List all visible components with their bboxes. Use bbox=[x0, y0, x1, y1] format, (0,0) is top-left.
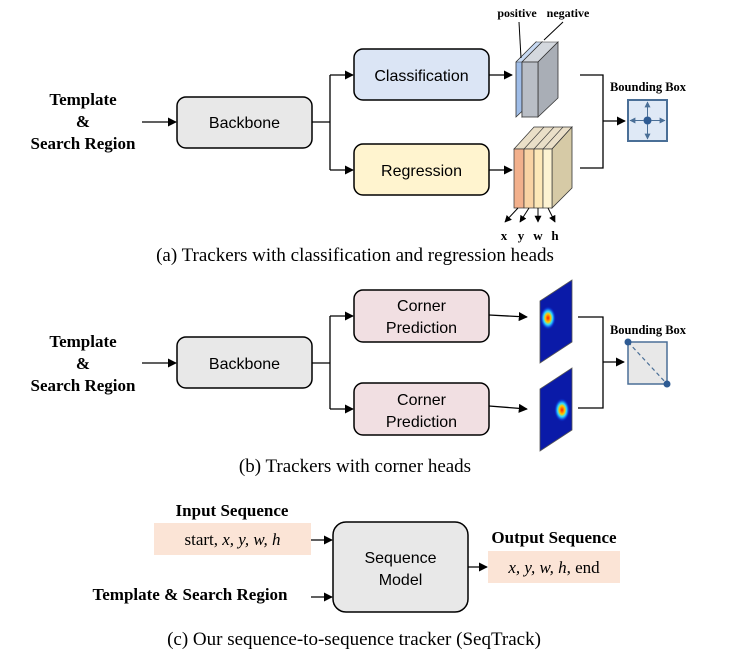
input-sequence-text: start, x, y, w, h bbox=[184, 530, 280, 549]
template-search-label: Template & Search Region bbox=[92, 585, 288, 604]
corner-box-bottom bbox=[353, 382, 490, 436]
output-sequence-title: Output Sequence bbox=[491, 528, 617, 547]
sequence-model-line2: Model bbox=[379, 572, 423, 589]
caption-b: (b) Trackers with corner heads bbox=[239, 456, 471, 477]
input-label-line2: & bbox=[76, 112, 90, 131]
panel-a: Template & Search Region Backbone Classi… bbox=[31, 6, 687, 266]
sequence-model-box bbox=[332, 521, 469, 613]
panel-c: Input Sequence start, x, y, w, h Templat… bbox=[92, 501, 620, 650]
input-label-line3: Search Region bbox=[31, 376, 137, 395]
sequence-model-line1: Sequence bbox=[364, 550, 436, 567]
heatmap-top bbox=[539, 279, 573, 364]
branch-line bbox=[312, 75, 331, 170]
regression-feature-map bbox=[513, 125, 573, 209]
reg-x-label: x bbox=[501, 228, 508, 243]
caption-c: (c) Our sequence-to-sequence tracker (Se… bbox=[167, 629, 541, 650]
merge-lines bbox=[578, 316, 604, 409]
input-sequence-title: Input Sequence bbox=[176, 501, 289, 520]
bbox-center-icon bbox=[627, 99, 668, 142]
corner-bottom-line2: Prediction bbox=[386, 414, 457, 431]
output-sequence-text: x, y, w, h, end bbox=[507, 558, 600, 577]
input-label-line1: Template bbox=[49, 90, 117, 109]
bbox-label-a: Bounding Box bbox=[610, 80, 687, 94]
backbone-label: Backbone bbox=[209, 115, 280, 132]
input-label-line1: Template bbox=[49, 332, 117, 351]
input-label-line3: Search Region bbox=[31, 134, 137, 153]
reg-w-label: w bbox=[533, 228, 543, 243]
backbone-label: Backbone bbox=[209, 356, 280, 373]
input-label-line2: & bbox=[76, 354, 90, 373]
corner-top-line2: Prediction bbox=[386, 320, 457, 337]
heatmap-bottom bbox=[539, 367, 573, 452]
panel-b: Template & Search Region Backbone Corner… bbox=[31, 279, 687, 477]
reg-h-label: h bbox=[551, 228, 559, 243]
positive-label: positive bbox=[497, 6, 537, 20]
reg-y-label: y bbox=[518, 228, 525, 243]
output-sequence-box bbox=[488, 551, 620, 583]
regression-pointers bbox=[504, 207, 556, 223]
negative-label: negative bbox=[547, 6, 590, 20]
classification-label: Classification bbox=[374, 68, 468, 85]
corner-bottom-line1: Corner bbox=[397, 392, 447, 409]
negative-pointer bbox=[543, 21, 564, 41]
classification-feature-map bbox=[515, 41, 559, 118]
corner-bottom-arrow bbox=[488, 403, 528, 413]
bbox-label-b: Bounding Box bbox=[610, 323, 687, 337]
input-sequence-box bbox=[154, 523, 311, 555]
bbox-corner-icon bbox=[624, 338, 671, 388]
corner-top-arrow bbox=[488, 312, 528, 322]
branch-line bbox=[312, 316, 331, 409]
caption-a: (a) Trackers with classification and reg… bbox=[156, 245, 554, 266]
positive-pointer bbox=[518, 21, 522, 59]
corner-box-top bbox=[353, 289, 490, 343]
merge-lines bbox=[580, 74, 604, 169]
regression-label: Regression bbox=[381, 163, 462, 180]
corner-top-line1: Corner bbox=[397, 298, 447, 315]
